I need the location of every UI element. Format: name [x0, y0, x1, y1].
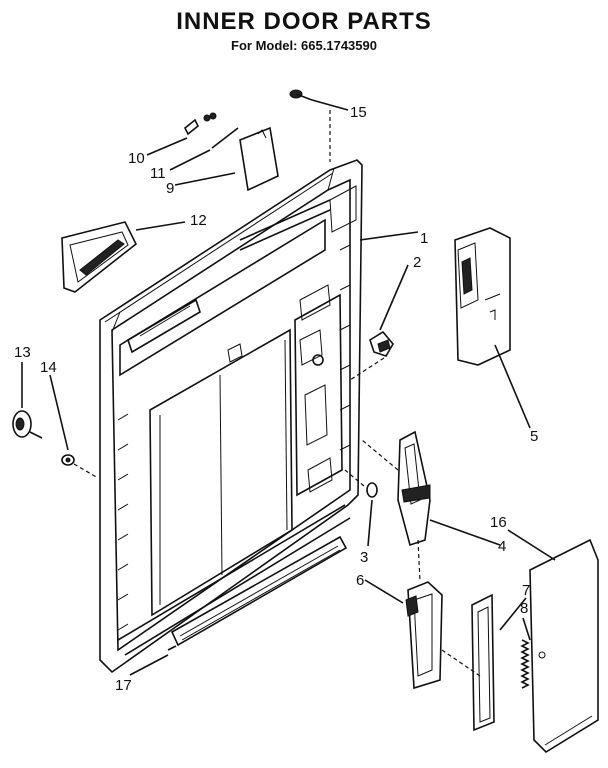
- part-5-latch-housing: [454, 227, 511, 366]
- page-title: INNER DOOR PARTS: [176, 8, 432, 35]
- callout-3: 3: [360, 549, 368, 566]
- callout-8: 8: [520, 600, 528, 617]
- leader-lines: [21, 99, 556, 676]
- part-8-spring: [520, 639, 530, 689]
- callout-7: 7: [522, 582, 530, 599]
- part-10-pin: [183, 112, 217, 136]
- part-15-screw: [289, 89, 331, 162]
- part-13-knob: [12, 410, 43, 439]
- part-4-latch: [361, 430, 431, 547]
- callout-9: 9: [166, 180, 174, 197]
- part-3-screw: [344, 469, 378, 498]
- callout-14: 14: [40, 359, 57, 376]
- callout-13: 13: [14, 344, 31, 361]
- callout-17: 17: [115, 677, 132, 694]
- part-16-cover-plate: [529, 538, 599, 754]
- part-14-washer: [61, 454, 99, 479]
- callout-15: 15: [350, 104, 367, 121]
- part-12-handle: [61, 221, 138, 293]
- callout-labels: 1 2 3 4 5 6 7 8 9 10 11 12 13 14 15 16 1…: [14, 104, 538, 694]
- part-17-vent-strip: [167, 535, 348, 651]
- callout-4: 4: [498, 538, 506, 555]
- callout-6: 6: [356, 572, 364, 589]
- callout-1: 1: [420, 230, 428, 247]
- model-subtitle: For Model: 665.1743590: [231, 38, 377, 53]
- callout-11: 11: [150, 165, 166, 182]
- part-11-rod: [211, 127, 239, 149]
- part-2-clip: [349, 330, 394, 381]
- part-9-cover: [239, 126, 279, 192]
- callout-12: 12: [190, 212, 207, 229]
- part-7-strike: [441, 593, 495, 732]
- inner-door-panel: [99, 159, 363, 674]
- callout-5: 5: [530, 428, 538, 445]
- callout-10: 10: [128, 150, 145, 167]
- callout-2: 2: [413, 254, 421, 271]
- part-6-catch: [405, 539, 443, 690]
- callout-16: 16: [490, 514, 507, 531]
